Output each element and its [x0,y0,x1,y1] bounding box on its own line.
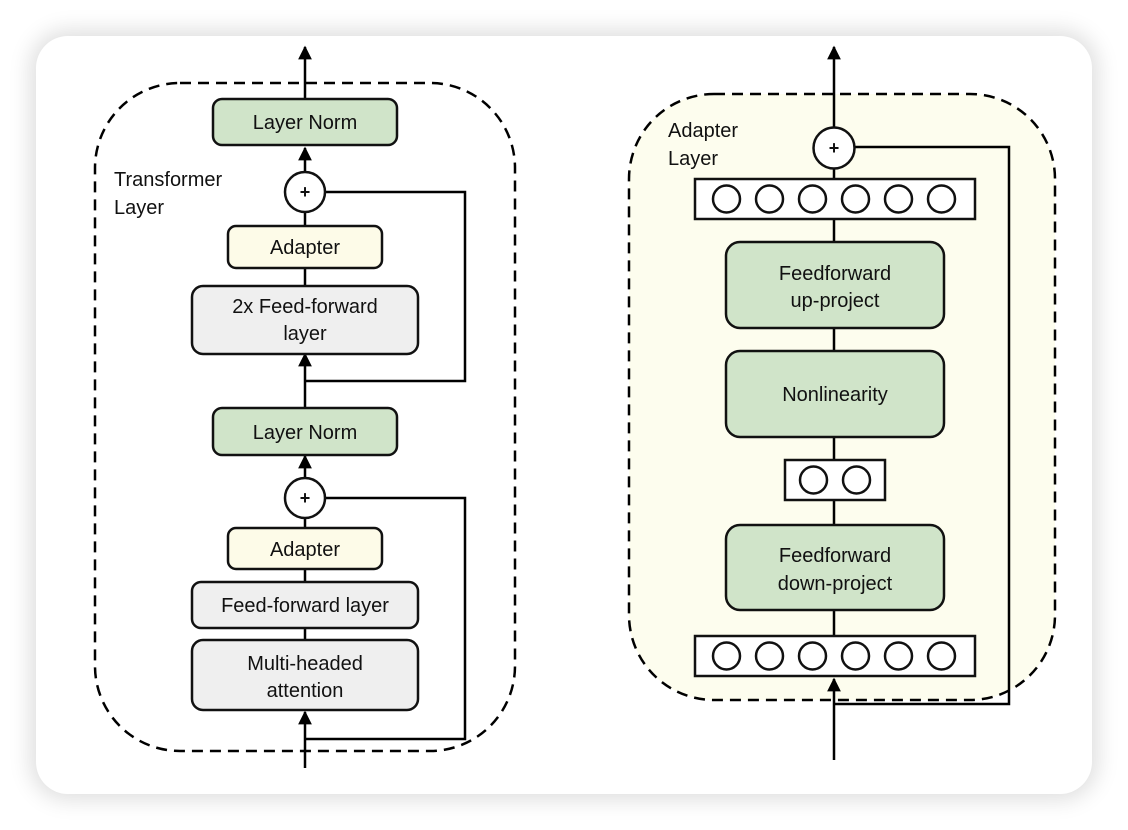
mid-layer-norm-box [211,406,399,457]
up-project-label-line2: up-project [791,290,880,312]
neuron-icon [711,184,742,214]
residual-sum-icon [283,170,327,214]
feed-forward-2x-box [190,284,420,356]
neuron-icon [926,641,957,671]
transformer-layer-title-line1: Transformer [114,169,223,191]
attention-label-line1: Multi-headed [247,653,363,675]
neuron-icon [797,184,828,214]
plus-icon: + [829,138,840,158]
residual-skip-connection-bottom [305,496,467,741]
attention-label-line2: attention [267,680,344,702]
neuron-icon [883,184,914,214]
adapter-layer-panel: Adapter Layer + Feedforward up-project N… [627,45,1057,760]
adapter-layer-title-line1: Adapter [668,120,738,142]
feed-forward-2x-label-line2: layer [283,323,327,345]
transformer-layer-panel: Transformer Layer Layer Norm + Adapter 2… [93,45,517,768]
mid-layer-norm-label: Layer Norm [253,422,357,444]
up-project-label-line1: Feedforward [779,263,891,285]
up-project-box [724,240,946,330]
nonlinearity-box [724,349,946,439]
multi-headed-attention-box [190,638,420,712]
neuron-icon [840,641,871,671]
neuron-icon [797,641,828,671]
neuron-icon [798,465,829,495]
transformer-layer-title-line2: Layer [114,197,164,219]
neuron-icon [711,641,742,671]
output-neuron-layer [693,177,977,221]
plus-icon: + [300,488,311,508]
bottom-adapter-box [226,526,384,571]
feed-forward-box [190,580,420,630]
top-adapter-box [226,224,384,270]
down-project-label-line2: down-project [778,573,893,595]
feed-forward-label: Feed-forward layer [221,595,389,617]
neuron-icon [883,641,914,671]
residual-skip-connection-top [305,190,467,383]
down-project-box [724,523,946,612]
bottom-adapter-label: Adapter [270,539,340,561]
top-layer-norm-label: Layer Norm [253,112,357,134]
feed-forward-2x-label-line1: 2x Feed-forward [232,296,378,318]
top-layer-norm-box [211,97,399,147]
residual-sum-icon [812,126,856,170]
adapter-skip-connection [834,145,1011,706]
neuron-icon [840,184,871,214]
neuron-icon [926,184,957,214]
top-adapter-label: Adapter [270,237,340,259]
plus-icon: + [300,182,311,202]
nonlinearity-label: Nonlinearity [782,384,888,406]
input-neuron-layer [693,634,977,678]
bottleneck-neuron-layer [783,458,887,502]
neuron-icon [754,184,785,214]
adapter-layer-title-line2: Layer [668,148,718,170]
neuron-icon [841,465,872,495]
down-project-label-line1: Feedforward [779,545,891,567]
residual-sum-icon [283,476,327,520]
neuron-icon [754,641,785,671]
